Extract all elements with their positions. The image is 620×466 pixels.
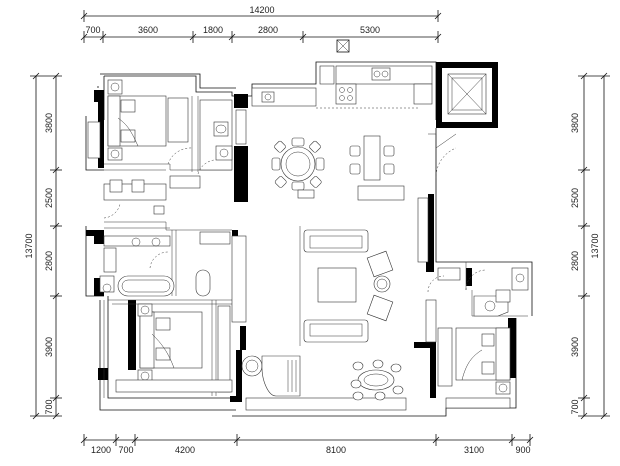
dim-bottom-1: 1200 (91, 445, 111, 455)
bathroom-middle (99, 231, 247, 323)
dim-right-2: 2500 (570, 188, 580, 208)
dim-top-1: 700 (85, 25, 100, 35)
dim-right-total: 13700 (590, 233, 600, 258)
bedroom-right (427, 267, 511, 409)
dim-right-4: 3900 (570, 337, 580, 357)
top-total-dimension: 14200 (80, 5, 442, 22)
dim-right-3: 2800 (570, 251, 580, 271)
dim-right-5: 700 (570, 399, 580, 414)
top-segment-dimensions: 700 3600 1800 2800 5300 (80, 25, 442, 43)
entry-door (435, 133, 457, 181)
living-room (299, 226, 394, 346)
kitchen (251, 65, 433, 109)
bathroom-right (465, 267, 529, 317)
dim-top-2: 3600 (138, 25, 158, 35)
dim-top-total: 14200 (249, 5, 274, 15)
dim-bottom-2: 700 (118, 445, 133, 455)
right-segment-dimensions: 3800 2500 2800 3900 700 13700 (570, 72, 610, 420)
wardrobe-right (417, 197, 437, 343)
dim-bottom-3: 4200 (175, 445, 195, 455)
bathroom-top (197, 99, 247, 175)
bedroom-bottom-left (115, 303, 233, 393)
dim-bottom-4: 8100 (326, 445, 346, 455)
dim-left-1: 3800 (44, 113, 54, 133)
dim-top-3: 1800 (203, 25, 223, 35)
dim-left-total: 13700 (24, 233, 34, 258)
left-segment-dimensions: 3800 2500 2800 3900 700 13700 (24, 72, 62, 420)
piano-area (241, 355, 407, 411)
dim-left-5: 700 (44, 399, 54, 414)
study-room (103, 175, 201, 219)
structural-columns (86, 62, 516, 402)
elevator-shaft (447, 73, 487, 115)
dim-bottom-5: 3100 (464, 445, 484, 455)
bottom-segment-dimensions: 1200 700 4200 8100 3100 900 (80, 434, 534, 455)
dim-top-5: 5300 (360, 25, 380, 35)
lounge-seating (350, 359, 404, 401)
shaft-symbol (336, 39, 350, 53)
bedroom-top-left (87, 79, 193, 165)
dim-top-4: 2800 (258, 25, 278, 35)
dining-area (271, 135, 405, 201)
dim-left-2: 2500 (44, 188, 54, 208)
dim-right-1: 3800 (570, 113, 580, 133)
dim-left-3: 2800 (44, 251, 54, 271)
dim-left-4: 3900 (44, 337, 54, 357)
dim-bottom-6: 900 (515, 445, 530, 455)
